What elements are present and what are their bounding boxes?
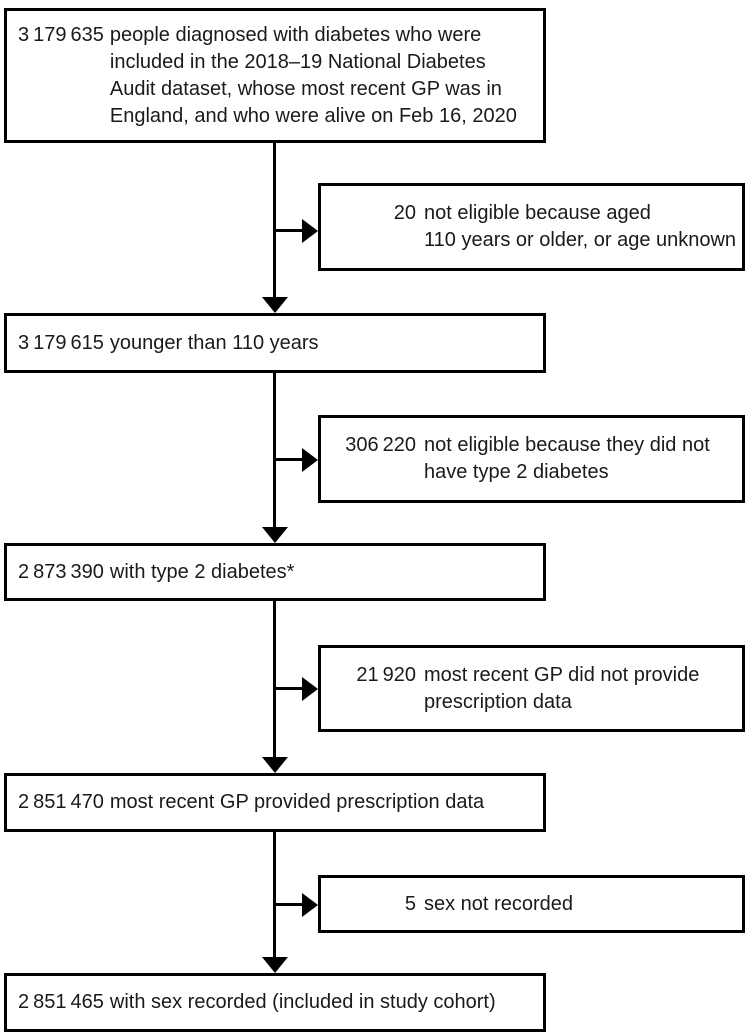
box-content: 306 220 not eligible because they did no… <box>321 432 714 486</box>
box-content: 3 179 635 people diagnosed with diabetes… <box>7 22 521 130</box>
exclusion-box-no-prescription-data: 21 920 most recent GP did not provide pr… <box>318 645 745 732</box>
cohort-description: most recent GP provided prescription dat… <box>109 791 485 813</box>
cohort-count: 3 179 615 <box>18 331 104 354</box>
box-content: 3 179 615 younger than 110 years <box>7 330 323 357</box>
box-content: 2 851 470 most recent GP provided prescr… <box>7 789 488 816</box>
cohort-count: 3 179 635 <box>18 23 104 46</box>
connector-branch-4 <box>275 903 303 906</box>
cohort-description: with sex recorded (included in study coh… <box>109 991 496 1013</box>
flow-box-initial-cohort: 3 179 635 people diagnosed with diabetes… <box>4 8 546 143</box>
exclusion-box-sex-not-recorded: 5 sex not recorded <box>318 875 745 933</box>
exclusion-reason: not eligible because aged 110 years or o… <box>424 202 737 251</box>
flow-box-study-cohort: 2 851 465 with sex recorded (included in… <box>4 973 546 1032</box>
arrow-right-icon-1 <box>302 219 318 243</box>
box-content: 2 873 390 with type 2 diabetes* <box>7 559 298 586</box>
flow-box-younger-than-110: 3 179 615 younger than 110 years <box>4 313 546 373</box>
box-content: 21 920 most recent GP did not provide pr… <box>321 662 703 716</box>
box-content: 20 not eligible because aged 110 years o… <box>321 200 740 254</box>
exclusion-reason: sex not recorded <box>424 892 573 915</box>
box-content: 2 851 465 with sex recorded (included in… <box>7 989 500 1016</box>
box-content: 5 sex not recorded <box>321 891 577 918</box>
connector-branch-2 <box>275 458 303 461</box>
cohort-description: with type 2 diabetes* <box>109 560 295 583</box>
connector-branch-3 <box>275 687 303 690</box>
arrow-right-icon-3 <box>302 677 318 701</box>
arrow-right-icon-2 <box>302 448 318 472</box>
arrow-right-icon-4 <box>302 893 318 917</box>
connector-down-3 <box>273 601 276 758</box>
flow-box-type-2-diabetes: 2 873 390 with type 2 diabetes* <box>4 543 546 601</box>
flow-box-prescription-data: 2 851 470 most recent GP provided prescr… <box>4 773 546 832</box>
excluded-count: 306 220 <box>345 434 416 456</box>
arrow-down-icon-2 <box>262 527 288 543</box>
connector-down-4 <box>273 832 276 958</box>
arrow-down-icon-4 <box>262 957 288 973</box>
exclusion-reason: most recent GP did not provide prescript… <box>424 663 700 713</box>
exclusion-reason: not eligible because they did not have t… <box>424 434 710 483</box>
arrow-down-icon-3 <box>262 757 288 773</box>
cohort-count: 2 851 470 <box>18 791 104 813</box>
excluded-count: 20 <box>393 202 416 224</box>
cohort-description: younger than 110 years <box>109 331 319 354</box>
excluded-count: 21 920 <box>356 663 416 686</box>
cohort-count: 2 851 465 <box>18 991 104 1013</box>
connector-branch-1 <box>275 229 303 232</box>
arrow-down-icon-1 <box>262 297 288 313</box>
exclusion-box-not-type-2: 306 220 not eligible because they did no… <box>318 415 745 503</box>
connector-down-1 <box>273 143 276 298</box>
cohort-count: 2 873 390 <box>18 560 104 583</box>
excluded-count: 5 <box>404 892 416 915</box>
connector-down-2 <box>273 373 276 528</box>
cohort-description: people diagnosed with diabetes who were … <box>109 23 517 127</box>
exclusion-box-age: 20 not eligible because aged 110 years o… <box>318 183 745 271</box>
